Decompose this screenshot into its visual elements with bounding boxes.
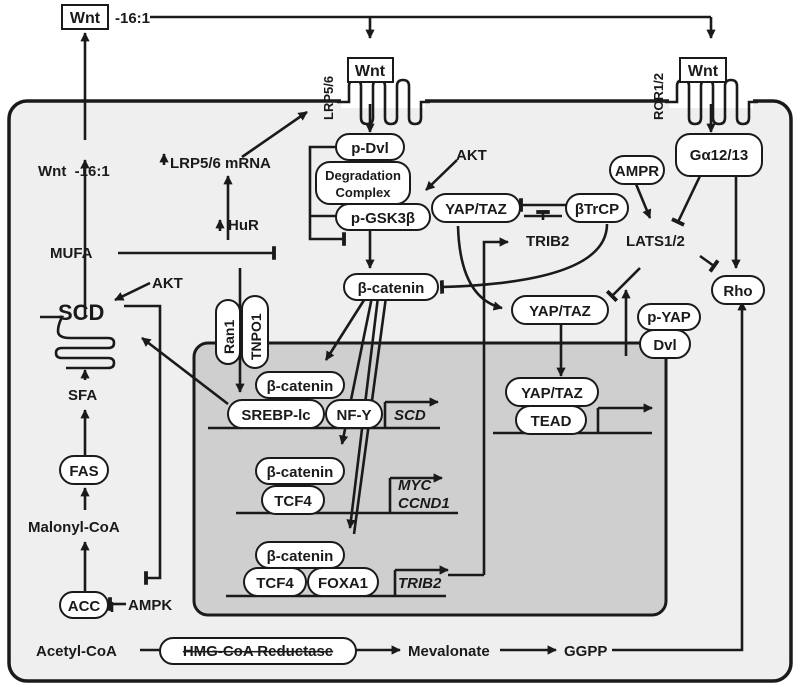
rho-pill (711, 275, 765, 305)
wnt-16-1-label: Wnt -16:1 (38, 163, 110, 180)
yaptaz-cyto-pill (431, 193, 521, 223)
wnt-palmitoleate-suffix: -16:1 (115, 10, 150, 27)
dvl-pill (639, 329, 691, 359)
hmg-coa-reductase-pill (159, 637, 357, 665)
acc-label: ACC (68, 598, 101, 615)
tead-label: TEAD (531, 413, 572, 430)
tnpo1-pill (241, 295, 269, 369)
dvl-label: Dvl (653, 337, 676, 354)
lats-label: LATS1/2 (626, 233, 685, 250)
acetyl-coa-label: Acetyl-CoA (36, 643, 117, 660)
hur-label: HuR (228, 217, 259, 234)
ggpp-label: GGPP (564, 643, 607, 660)
scd-membrane-protein (40, 315, 116, 370)
tnpo1-label: TNPO1 (248, 313, 264, 360)
p-gsk3b-pill (335, 203, 431, 231)
galpha-label: Gα12/13 (690, 147, 748, 164)
srebp-label: SREBP-lc (241, 407, 310, 424)
nf-y-label: NF-Y (337, 407, 372, 424)
beta-catenin-nuc-2-pill (255, 457, 345, 485)
gene-ccnd1-label: CCND1 (398, 495, 450, 512)
tcf4-a-label: TCF4 (274, 493, 312, 510)
beta-catenin-cyto-pill (343, 273, 439, 301)
tcf4-b-label: TCF4 (256, 575, 294, 592)
beta-catenin-nuc-3-pill (255, 541, 345, 569)
mufa-label: MUFA (50, 245, 93, 262)
ror-receptor-label: ROR1/2 (651, 73, 666, 120)
p-yap-label: p-YAP (647, 309, 691, 326)
foxa1-label: FOXA1 (318, 575, 368, 592)
beta-catenin-cyto-label: β-catenin (358, 280, 425, 297)
degradation-complex-label-2: Complex (336, 185, 392, 200)
yaptaz-nuc-label: YAP/TAZ (521, 385, 583, 402)
malonyl-coa-label: Malonyl-CoA (28, 519, 120, 536)
rho-label: Rho (723, 283, 752, 300)
p-gsk3b-label: p-GSK3β (351, 210, 415, 227)
beta-catenin-nuc-2-label: β-catenin (267, 464, 334, 481)
yaptaz-mid-pill (511, 295, 609, 325)
gene-trib2-label: TRIB2 (398, 575, 442, 592)
beta-catenin-nuc-1-pill (255, 371, 345, 399)
btrcp-pill (565, 193, 629, 223)
degradation-complex-label-1: Degradation (325, 168, 401, 183)
fas-pill (59, 455, 109, 485)
acc-pill (59, 591, 109, 619)
lrp-receptor-label: LRP5/6 (321, 76, 336, 120)
scd-protein-label: SCD (58, 300, 104, 325)
gene-myc-label: MYC (398, 477, 433, 494)
beta-catenin-nuc-1-label: β-catenin (267, 378, 334, 395)
beta-catenin-nuc-3-label: β-catenin (267, 548, 334, 565)
wnt-lrp-box (347, 57, 394, 83)
tead-pill (515, 405, 587, 435)
sfa-label: SFA (68, 387, 97, 404)
galpha-pill (675, 133, 763, 177)
ampr-label: AMPR (615, 163, 659, 180)
ror-receptor (665, 78, 758, 126)
p-dvl-pill (335, 133, 405, 161)
gene-scd-label: SCD (394, 407, 426, 424)
p-dvl-label: p-Dvl (351, 140, 389, 157)
nf-y-pill (325, 399, 383, 429)
btrcp-label: βTrCP (575, 201, 619, 218)
pathway-edges (80, 15, 747, 655)
trib2-cyto-label: TRIB2 (526, 233, 569, 250)
srebp-pill (227, 399, 325, 429)
wnt-palmitoleate-label: Wnt (70, 10, 101, 27)
yaptaz-cyto-label: YAP/TAZ (445, 201, 507, 218)
mevalonate-label: Mevalonate (408, 643, 490, 660)
ampr-pill (609, 155, 665, 185)
akt-gsk-label: AKT (456, 147, 487, 164)
yaptaz-mid-label: YAP/TAZ (529, 303, 591, 320)
ran1-pill (215, 299, 241, 365)
foxa1-pill (307, 567, 379, 597)
lrp-mrna-label: LRP5/6 mRNA (170, 155, 271, 172)
wnt-palmitoleate-box (61, 4, 109, 30)
fas-label: FAS (69, 463, 98, 480)
tcf4-a-pill (261, 485, 325, 515)
akt-scd-label: AKT (152, 275, 183, 292)
wnt-ror-box (679, 57, 727, 83)
tcf4-b-pill (243, 567, 307, 597)
hmg-coa-reductase-label: HMG-CoA Reductase (183, 643, 333, 660)
lrp-membrane-gap (341, 96, 425, 108)
ran1-label: Ran1 (221, 320, 237, 354)
lrp-receptor (337, 78, 430, 126)
ampk-label: AMPK (128, 597, 172, 614)
wnt-ror-label: Wnt (688, 63, 719, 80)
wnt-lrp-label: Wnt (355, 63, 386, 80)
